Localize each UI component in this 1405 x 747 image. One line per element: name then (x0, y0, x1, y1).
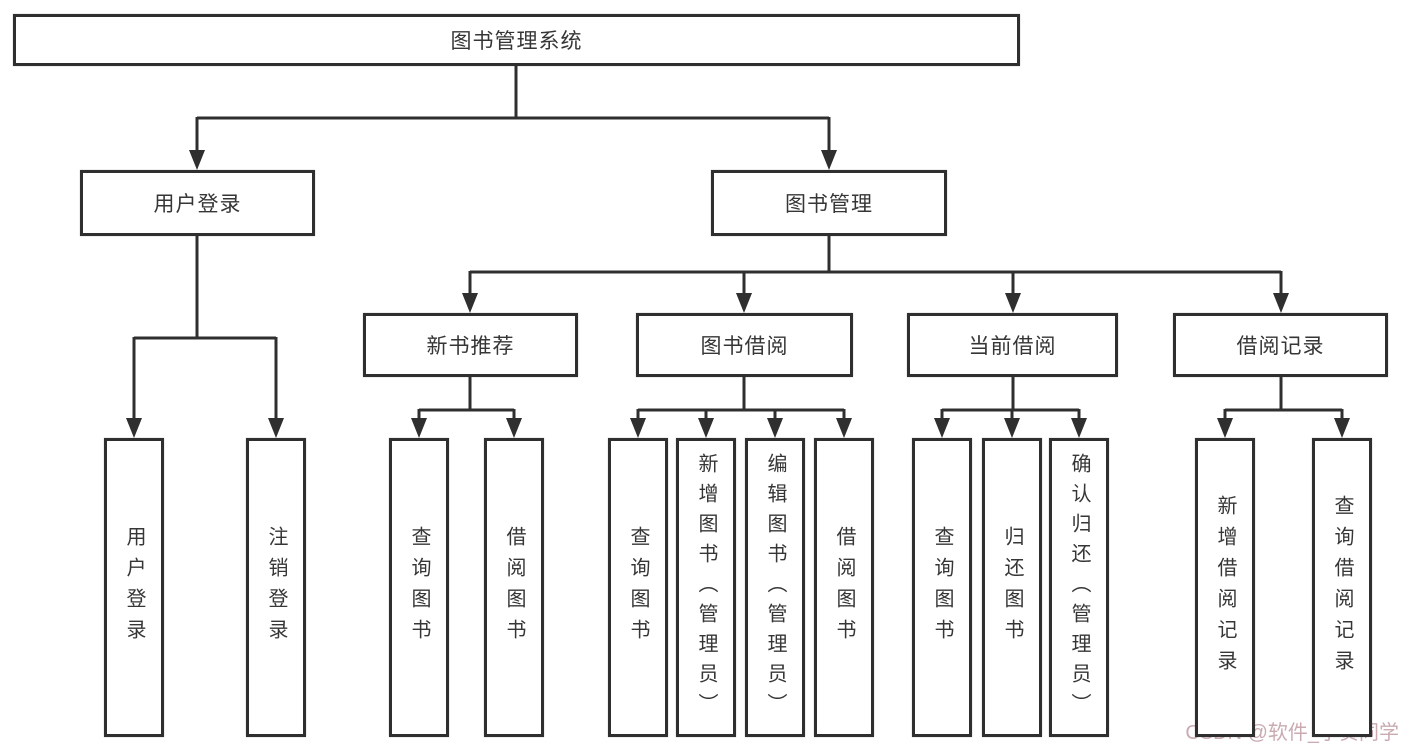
leaf-label: 新增借阅记录 (1214, 494, 1236, 681)
leaf-user-login: 用户登录 (104, 438, 164, 737)
leaf-current-confirm-return-admin: 确认归还（管理员） (1049, 438, 1109, 737)
leaf-borrowing-add-books-admin: 新增图书（管理员） (676, 438, 736, 737)
node-borrowing-records: 借阅记录 (1173, 313, 1388, 377)
leaf-logout: 注销登录 (246, 438, 306, 737)
leaf-newbook-borrow-books: 借阅图书 (484, 438, 544, 737)
leaf-label: 借阅图书 (503, 525, 525, 650)
leaf-label: 用户登录 (123, 525, 145, 650)
leaf-label: 新增图书（管理员） (695, 452, 717, 723)
leaf-label: 编辑图书（管理员） (764, 452, 786, 723)
leaf-records-query-borrow-record: 查询借阅记录 (1312, 438, 1372, 737)
leaf-borrowing-edit-books-admin: 编辑图书（管理员） (745, 438, 805, 737)
node-label: 图书管理 (785, 193, 873, 216)
node-label: 图书管理系统 (450, 30, 583, 53)
node-label: 新书推荐 (426, 335, 515, 358)
leaf-label: 查询图书 (408, 525, 430, 650)
node-new-book-recommend: 新书推荐 (363, 313, 578, 377)
leaf-borrowing-query-books: 查询图书 (608, 438, 668, 737)
node-label: 图书借阅 (700, 335, 789, 358)
leaf-records-add-borrow-record: 新增借阅记录 (1195, 438, 1255, 737)
node-book-management: 图书管理 (711, 170, 947, 236)
leaf-label: 借阅图书 (833, 525, 855, 650)
node-book-borrowing: 图书借阅 (636, 313, 853, 377)
leaf-label: 查询借阅记录 (1331, 494, 1353, 681)
leaf-newbook-query-books: 查询图书 (389, 438, 449, 737)
leaf-borrowing-borrow-books: 借阅图书 (814, 438, 874, 737)
leaf-label: 归还图书 (1001, 525, 1023, 650)
leaf-label: 确认归还（管理员） (1068, 452, 1090, 723)
leaf-label: 查询图书 (627, 525, 649, 650)
node-current-borrowing: 当前借阅 (907, 313, 1118, 377)
node-user-login: 用户登录 (80, 170, 315, 236)
node-label: 用户登录 (153, 193, 242, 216)
leaf-label: 查询图书 (931, 525, 953, 650)
leaf-label: 注销登录 (265, 525, 287, 650)
leaf-current-query-books: 查询图书 (912, 438, 972, 737)
node-label: 借阅记录 (1236, 335, 1325, 358)
node-label: 当前借阅 (968, 335, 1057, 358)
leaf-current-return-books: 归还图书 (982, 438, 1042, 737)
node-library-system: 图书管理系统 (13, 14, 1020, 66)
